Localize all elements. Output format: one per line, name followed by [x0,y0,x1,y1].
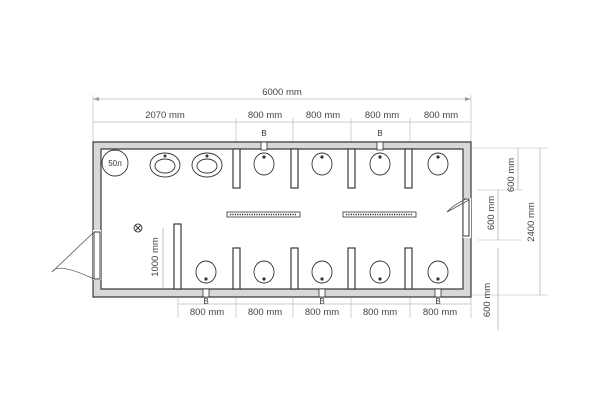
right-door [446,198,471,238]
left-door [51,230,101,280]
toilet-top-4 [427,152,449,176]
top-dim-5: 800 mm [424,110,458,121]
top-dim-4: 800 mm [365,110,399,121]
vent-bottom-3: В [434,288,442,306]
bottom-right-dim: 600 mm [482,283,493,317]
bottom-dim-4: 800 mm [363,307,397,318]
right-dimensions: 2400 mm 600 mm 600 mm 600 mm [471,147,548,330]
sink-1 [149,152,181,178]
bottom-dim-1: 800 mm [190,307,224,318]
vent-bottom-1-label: В [203,297,208,306]
vent-top-2: В [376,129,384,151]
vent-bottom-2-label: В [319,297,324,306]
right-dim-2: 600 mm [486,196,497,230]
left-room-dim-label: 1000 mm [150,237,161,277]
right-dim-1: 600 mm [506,158,517,192]
left-room-dimension: 1000 mm [150,228,164,288]
toilet-bottom-1 [195,260,217,284]
bottom-dim-5: 800 mm [423,307,457,318]
top-dim-3: 800 mm [306,110,340,121]
urinal-trough-1 [226,211,301,218]
vent-bottom-2: В [318,288,326,306]
vent-top-2-label: В [377,129,382,138]
urinal-trough-2 [342,211,417,218]
toilet-bottom-4 [369,260,391,284]
overall-width-dimension: 6000 mm [92,87,472,148]
water-heater-label: 50л [108,159,122,168]
toilet-top-1 [253,152,275,176]
sink-2 [191,152,223,178]
toilet-top-2 [311,152,333,176]
bottom-dimensions: 800 mm 800 mm 800 mm 800 mm 800 mm [177,298,472,318]
overall-width-label: 6000 mm [262,87,302,98]
bottom-dim-2: 800 mm [248,307,282,318]
vent-top-1-label: В [261,129,266,138]
top-dim-2: 800 mm [248,110,282,121]
toilet-top-3 [369,152,391,176]
vent-top-1: В [260,129,268,151]
bottom-dim-3: 800 mm [305,307,339,318]
partitions [173,148,413,290]
top-dim-1: 2070 mm [145,110,185,121]
toilet-bottom-3 [311,260,333,284]
toilet-bottom-2 [253,260,275,284]
vent-bottom-3-label: В [435,297,440,306]
toilet-bottom-5 [427,260,449,284]
overall-height-label: 2400 mm [526,202,537,242]
floor-drain [133,223,143,233]
water-heater: 50л [101,149,129,177]
vent-bottom-1: В [202,288,210,306]
